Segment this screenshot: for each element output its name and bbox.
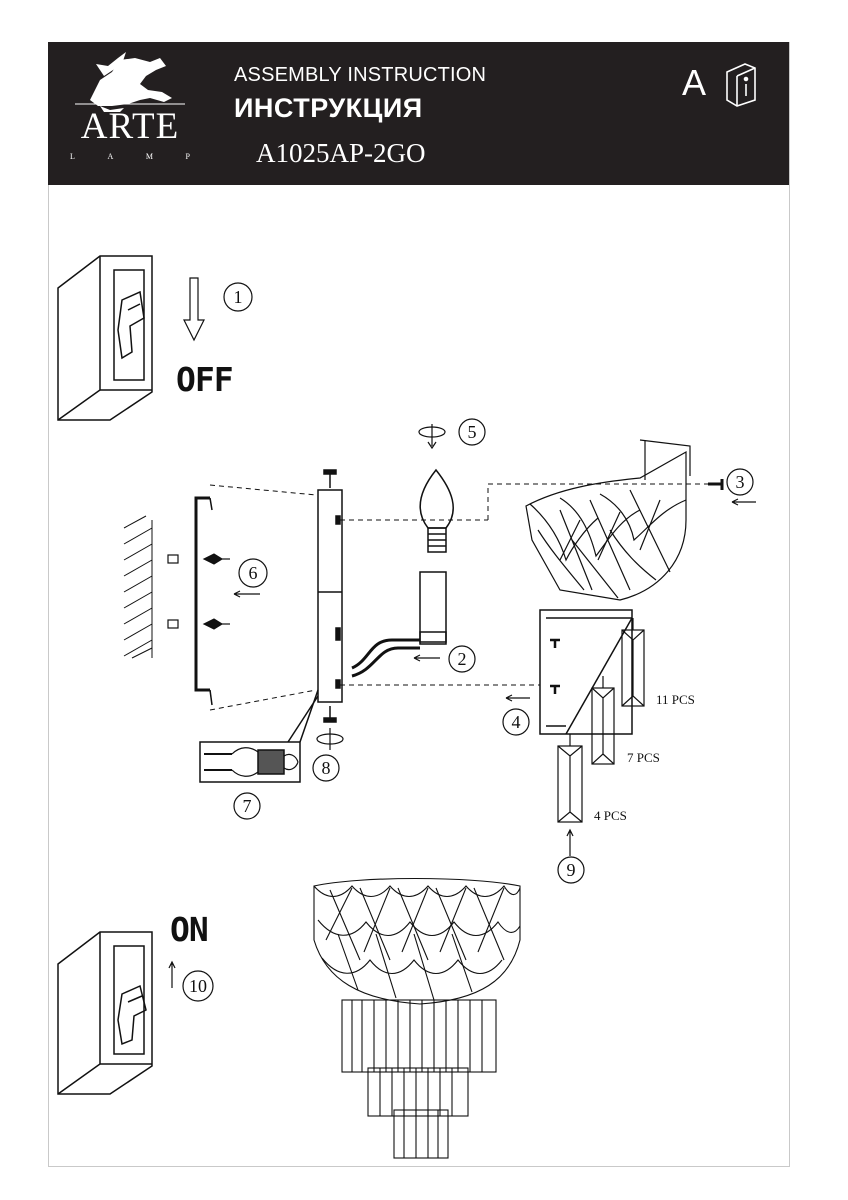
step-circle [233,792,261,820]
step-number: 2 [458,649,467,669]
manual-letter: A [682,62,707,103]
title-english: ASSEMBLY INSTRUCTION [234,64,487,86]
crystal-shade [525,439,691,601]
step-number: 4 [512,712,521,732]
griffin-icon [75,52,185,112]
left-arrow-icon [413,654,440,662]
crystal-drop-small [557,734,583,823]
step-circle [726,468,754,496]
crystal-drop-medium [591,676,615,765]
step-circle [182,970,214,1002]
brand-sub-letter: M [145,152,153,161]
title-russian: ИНСТРУКЦИЯ [234,93,423,123]
step-number: 7 [243,796,252,816]
candle-bulb [419,468,454,553]
wall-hatch [123,515,153,659]
wall-switch-on-icon [57,931,153,1095]
wall-anchors [167,553,230,630]
step-number: 1 [234,287,243,307]
wall-switch-off-icon [57,255,153,421]
brand-sub-letter: P [185,152,190,161]
crystal-holder-bracket [539,609,633,735]
brand-sub-letter: A [107,152,114,161]
step-number: 3 [736,472,745,492]
step-number: 9 [567,860,576,880]
brand-logo-text: ARTE [80,106,180,147]
rotate-icon [316,728,344,750]
mounting-bracket [194,496,213,706]
left-arrow-icon [505,694,530,702]
step-number: 6 [249,563,258,583]
step-circle [557,856,585,884]
screw-icon [708,479,724,490]
left-arrow-icon [233,590,260,598]
crystal-large-count: 11 PCS [656,692,695,707]
down-arrow-icon [183,277,205,342]
brand-subtext: L A M P [70,152,190,161]
step-circle [312,754,340,782]
switch-off-label: OFF [176,360,234,399]
header-bar [48,42,789,185]
lamp-backplate [317,469,343,723]
terminal-detail [199,689,319,783]
model-number: A1025AP-2GO [256,138,426,168]
up-arrow-icon [566,828,574,856]
step-number: 5 [468,422,477,442]
info-book-icon [726,63,756,107]
step-circle [458,418,486,446]
crystal-medium-count: 7 PCS [627,750,660,765]
step-number: 10 [189,976,207,996]
rotate-icon [418,424,446,450]
up-arrow-icon [168,960,176,988]
crystal-small-count: 4 PCS [594,808,627,823]
step-circle [502,708,530,736]
left-arrow-icon [731,498,756,506]
step-circle [448,645,476,673]
crystal-drop-large [621,618,645,707]
assembled-lamp [313,877,521,1159]
step-circle [223,282,253,312]
wire-connector [351,571,447,678]
brand-sub-letter: L [70,152,75,161]
step-circle [238,558,268,588]
step-number: 8 [322,758,331,778]
switch-on-label: ON [170,910,209,949]
